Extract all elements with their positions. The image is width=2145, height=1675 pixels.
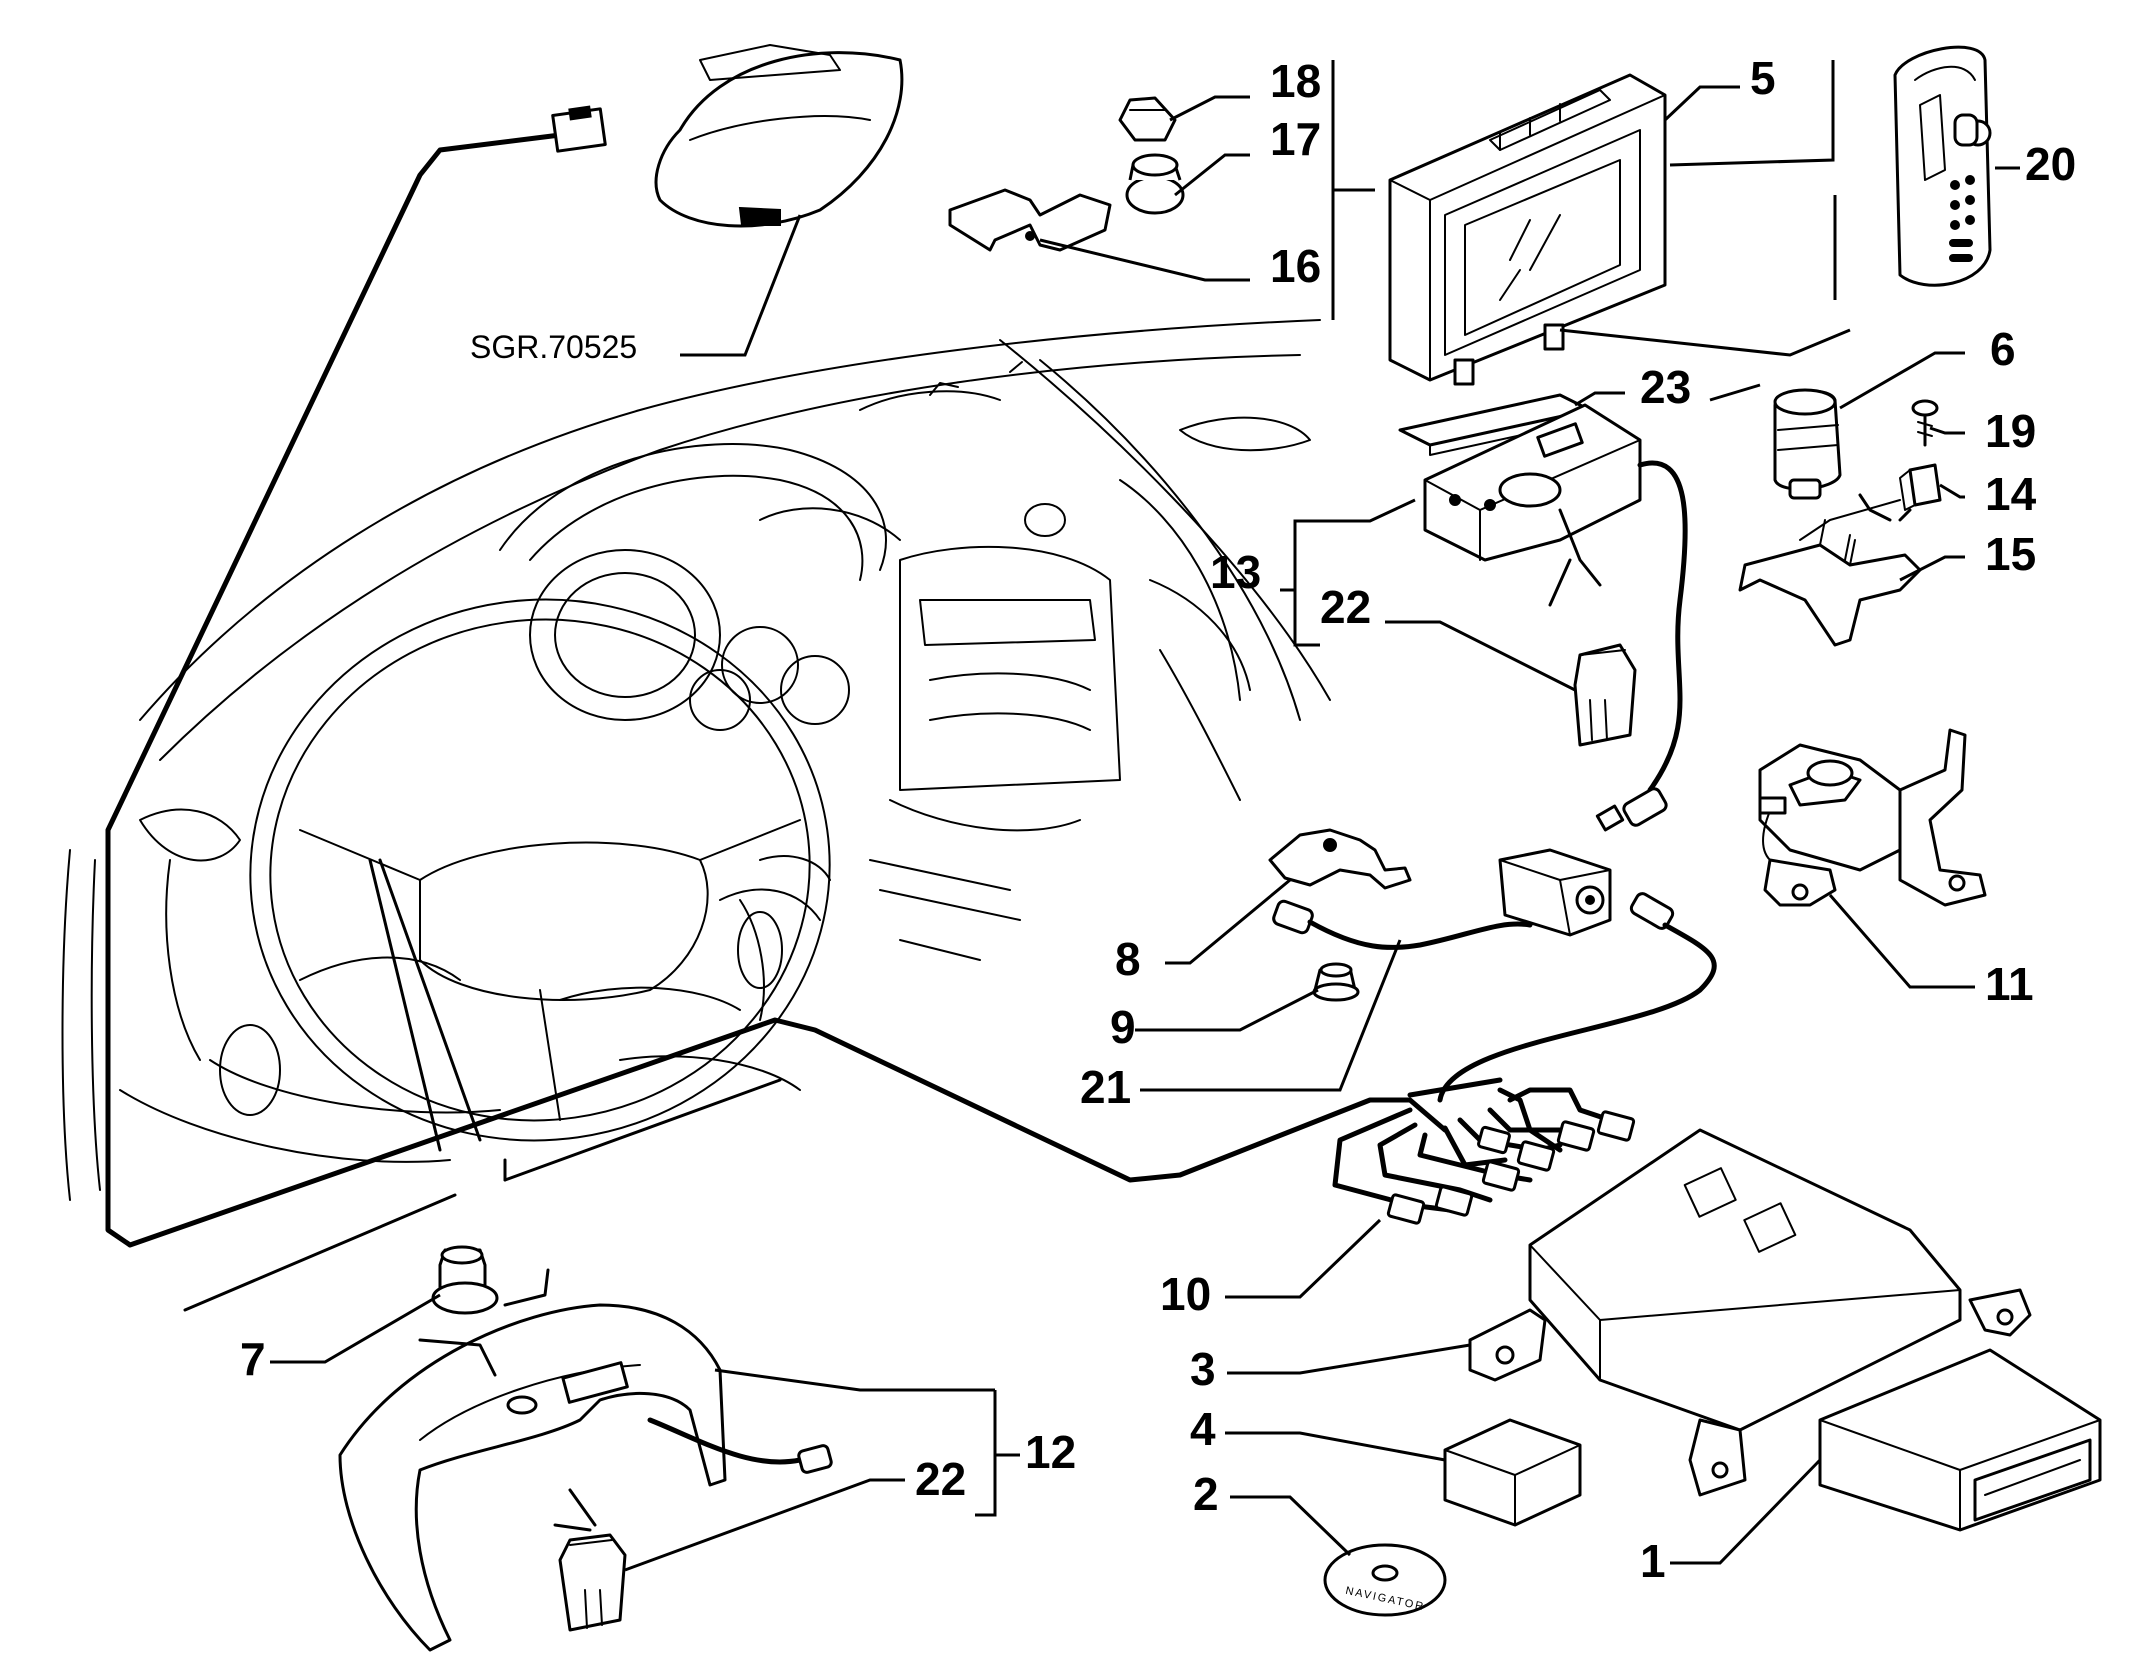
steering-wheel	[249, 598, 831, 1142]
callout-6: 6	[1990, 323, 2016, 375]
part-21-cable	[1272, 899, 1533, 951]
gps-module	[1498, 848, 1612, 937]
callout-19: 19	[1985, 405, 2036, 457]
callout-9: 9	[1110, 1001, 1136, 1053]
callout-22-upper: 22	[1320, 581, 1371, 633]
part-5-display-monitor	[1388, 73, 1667, 386]
part-22-cap-lower	[558, 1533, 627, 1632]
part-15-mounting-bracket	[1738, 499, 1922, 647]
callout-10: 10	[1160, 1268, 1211, 1320]
part-20-remote-control	[1893, 45, 1992, 287]
part-22-cap-upper	[1573, 643, 1637, 747]
sensor-cable	[1595, 460, 1688, 832]
part-7-adjuster-knob	[431, 1245, 499, 1315]
callout-18: 18	[1270, 55, 1321, 107]
part-rear-view-mirror	[654, 44, 904, 228]
callout-2: 2	[1193, 1468, 1219, 1520]
column-leaders	[183, 858, 782, 1312]
callout-14: 14	[1985, 468, 2037, 520]
part-17-grommet	[1125, 153, 1185, 215]
callout-16: 16	[1270, 240, 1321, 292]
callout-11: 11	[1985, 958, 2034, 1010]
callout-17: 17	[1270, 113, 1321, 165]
dashboard-illustration	[61, 319, 1331, 1201]
callout-4: 4	[1190, 1403, 1216, 1455]
callout-13: 13	[1210, 546, 1261, 598]
callout-12: 12	[1025, 1426, 1076, 1478]
part-14-nut-clip	[1899, 463, 1942, 511]
part-1-navigation-unit	[1818, 1348, 2102, 1532]
part-6-knob	[1773, 388, 1842, 500]
callout-7: 7	[240, 1333, 266, 1385]
part-11-bracket-assembly	[1758, 728, 1987, 907]
part-4-control-module	[1443, 1418, 1582, 1527]
part-12-steering-shroud	[338, 1303, 833, 1652]
callout-1: 1	[1640, 1535, 1666, 1587]
callout-8: 8	[1115, 933, 1141, 985]
part-18-clip	[1118, 96, 1177, 142]
part-2-navigation-cd: NAVIGATOR	[1323, 1543, 1447, 1617]
part-9-grommet	[1312, 962, 1360, 1002]
callout-5: 5	[1750, 52, 1776, 104]
callout-15: 15	[1985, 528, 2036, 580]
part-19-screw	[1911, 399, 1939, 447]
callout-23: 23	[1640, 361, 1691, 413]
callout-3: 3	[1190, 1343, 1216, 1395]
part-16-bracket	[948, 188, 1112, 252]
part-3-nav-unit-bracket	[1468, 1128, 2032, 1497]
antenna-cable	[105, 105, 1448, 1248]
part-13-base-support	[1423, 403, 1642, 562]
shroud-ticks	[418, 493, 1912, 1532]
part-10-wiring-harness	[1332, 1077, 1636, 1225]
leader-lines	[270, 60, 2020, 1572]
part-8-sensor-bracket	[1268, 828, 1412, 890]
callout-21: 21	[1080, 1061, 1131, 1113]
callout-22-lower: 22	[915, 1453, 966, 1505]
callouts: SGR.70525 18 17 16 5 20 23 6 19 14 15 13…	[240, 52, 2076, 1587]
callout-20: 20	[2025, 138, 2076, 190]
gps-antenna-cable	[1437, 892, 1717, 1103]
reference-code-label: SGR.70525	[470, 329, 637, 365]
